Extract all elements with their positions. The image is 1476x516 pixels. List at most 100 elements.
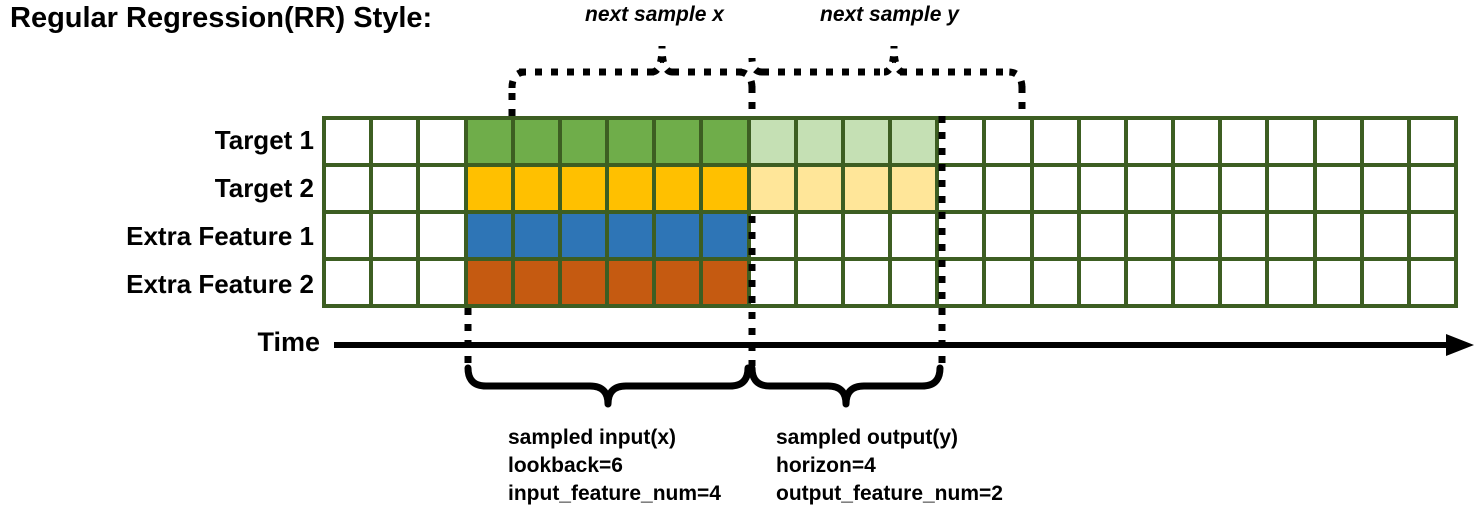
- grid-cell: [1410, 214, 1455, 257]
- grid-cell: [1080, 120, 1124, 163]
- grid-cell: [514, 167, 558, 210]
- grid-cell: [703, 261, 747, 304]
- grid-cell: [1033, 261, 1077, 304]
- grid-cell: [1363, 214, 1407, 257]
- grid-cell: [514, 214, 558, 257]
- grid-cell: [1175, 214, 1219, 257]
- grid-cell: [1410, 167, 1455, 210]
- grid-cell: [1269, 120, 1313, 163]
- grid-cell: [750, 167, 794, 210]
- grid-cell: [1316, 120, 1360, 163]
- grid-cell: [373, 120, 417, 163]
- sampled-input-title: sampled input(x): [508, 426, 677, 449]
- grid-cell: [939, 120, 983, 163]
- grid-cell: [750, 261, 794, 304]
- grid-row-extra-feature-1: [326, 214, 1455, 257]
- grid-cell: [609, 261, 653, 304]
- grid-cell: [326, 214, 370, 257]
- grid-cell: [373, 167, 417, 210]
- grid-cell: [326, 167, 370, 210]
- grid-cell: [1316, 214, 1360, 257]
- grid-cell: [844, 167, 889, 210]
- sampled-output-title: sampled output(y): [776, 426, 958, 449]
- grid-row-target-1: [326, 120, 1455, 163]
- grid-cell: [1222, 214, 1266, 257]
- grid-cell: [1080, 214, 1124, 257]
- grid-cell: [1222, 167, 1266, 210]
- grid-cell: [797, 120, 841, 163]
- grid-cell: [1175, 120, 1219, 163]
- grid-cell: [750, 120, 794, 163]
- page-title: Regular Regression(RR) Style:: [10, 2, 433, 34]
- grid-cell: [703, 167, 747, 210]
- input-feature-num-value: input_feature_num=4: [508, 481, 721, 505]
- grid-cell: [1127, 120, 1172, 163]
- grid-cell: [656, 261, 700, 304]
- grid-cell: [514, 261, 558, 304]
- grid-cell: [986, 214, 1030, 257]
- grid-cell: [844, 261, 889, 304]
- grid-cell: [1363, 167, 1407, 210]
- grid-cell: [1269, 214, 1313, 257]
- next-sample-y-label: next sample y: [820, 3, 959, 26]
- grid-cell: [514, 120, 558, 163]
- grid-cell: [420, 261, 464, 304]
- grid-cell: [1269, 167, 1313, 210]
- horizon-value: horizon=4: [776, 453, 876, 477]
- grid-cell: [892, 214, 936, 257]
- grid-cell: [892, 167, 936, 210]
- grid-cell: [844, 120, 889, 163]
- next-sample-x-label: next sample x: [585, 3, 724, 26]
- row-label-extra-feature-2: Extra Feature 2: [126, 269, 314, 299]
- grid-cell: [561, 214, 606, 257]
- grid-cell: [939, 261, 983, 304]
- grid-cell: [609, 120, 653, 163]
- grid-cell: [420, 214, 464, 257]
- grid-cell: [797, 214, 841, 257]
- sampled-input-block: sampled input(x) lookback=6 input_featur…: [508, 424, 721, 508]
- grid-cell: [939, 214, 983, 257]
- output-feature-num-value: output_feature_num=2: [776, 481, 1003, 505]
- grid-cell: [1410, 261, 1455, 304]
- grid-cell: [326, 261, 370, 304]
- grid-cell: [1127, 167, 1172, 210]
- grid-cell: [467, 167, 511, 210]
- grid-cell: [420, 120, 464, 163]
- grid-cell: [561, 120, 606, 163]
- time-axis-arrow: [334, 334, 1474, 356]
- grid-cell: [1033, 167, 1077, 210]
- grid-cell: [1269, 261, 1313, 304]
- grid-cell: [561, 167, 606, 210]
- grid-cell: [1316, 167, 1360, 210]
- grid-cell: [1033, 120, 1077, 163]
- grid-cell: [609, 214, 653, 257]
- grid-cell: [1222, 120, 1266, 163]
- grid-cell: [1175, 167, 1219, 210]
- grid-cell: [939, 167, 983, 210]
- grid-cell: [373, 261, 417, 304]
- grid-cell: [750, 214, 794, 257]
- grid-cell: [420, 167, 464, 210]
- grid-cell: [326, 120, 370, 163]
- grid-cell: [797, 167, 841, 210]
- grid-cell: [1316, 261, 1360, 304]
- grid-cell: [844, 214, 889, 257]
- grid-cell: [703, 120, 747, 163]
- grid-cell: [656, 120, 700, 163]
- sampled-output-block: sampled output(y) horizon=4 output_featu…: [776, 424, 1003, 508]
- grid-cell: [892, 120, 936, 163]
- grid-cell: [892, 261, 936, 304]
- grid-cell: [1080, 261, 1124, 304]
- grid-cell: [1127, 214, 1172, 257]
- row-label-column: Target 1 Target 2 Extra Feature 1 Extra …: [8, 116, 314, 308]
- grid-cell: [1222, 261, 1266, 304]
- grid-cell: [467, 214, 511, 257]
- row-label-target-1: Target 1: [214, 125, 314, 155]
- grid-cell: [986, 167, 1030, 210]
- time-axis-label: Time: [257, 327, 320, 357]
- row-label-extra-feature-1: Extra Feature 1: [126, 221, 314, 251]
- grid-cell: [656, 214, 700, 257]
- grid-cell: [467, 261, 511, 304]
- grid-cell: [703, 214, 747, 257]
- row-label-target-2: Target 2: [214, 173, 314, 203]
